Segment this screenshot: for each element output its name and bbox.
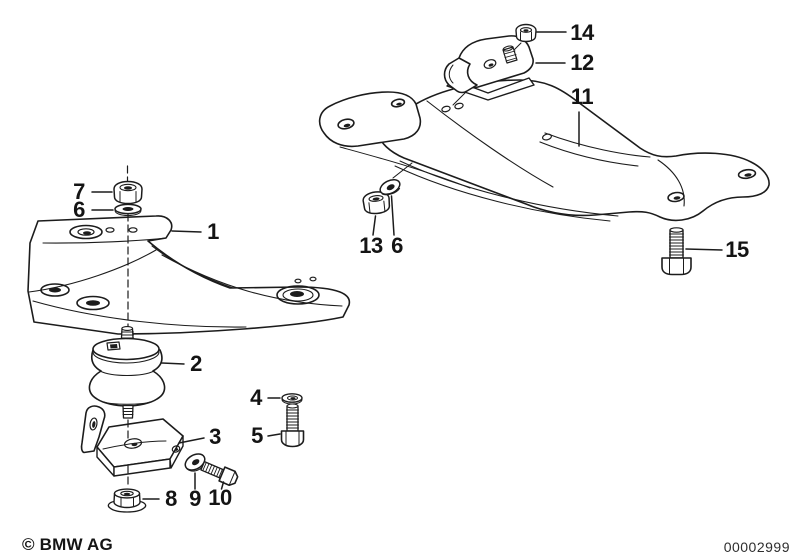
callout-8[interactable]: 8 (165, 486, 177, 511)
callout-14[interactable]: 14 (570, 20, 594, 45)
bolt-15 (661, 227, 692, 276)
callout-3[interactable]: 3 (209, 424, 221, 449)
nut-8 (107, 488, 147, 513)
part-3-retaining-bracket (80, 405, 184, 477)
callout-6-middle[interactable]: 6 (391, 233, 403, 258)
center-lines (126, 165, 129, 489)
part-1-support-bracket (27, 215, 351, 335)
callout-2[interactable]: 2 (190, 351, 202, 376)
washer-4 (281, 393, 303, 405)
part-11-crossmember (318, 79, 770, 222)
callout-9[interactable]: 9 (189, 486, 201, 511)
part-2-rubber-mount (88, 326, 166, 419)
callout-13[interactable]: 13 (359, 233, 383, 258)
washer-9 (184, 453, 206, 472)
document-number: 00002999 (723, 539, 790, 555)
callout-12[interactable]: 12 (570, 50, 594, 75)
callout-5[interactable]: 5 (251, 423, 263, 448)
callout-15[interactable]: 15 (725, 237, 749, 262)
callout-6-left[interactable]: 6 (73, 197, 85, 222)
nut-14 (515, 23, 537, 43)
callout-10[interactable]: 10 (208, 485, 232, 510)
leader-lines (91, 31, 723, 500)
callout-1[interactable]: 1 (207, 219, 219, 244)
copyright-text: © BMW AG (22, 535, 113, 554)
bolt-5 (280, 403, 305, 448)
nut-13 (362, 191, 391, 215)
bolt-10 (200, 461, 239, 487)
part-12-clamp-bracket (443, 35, 535, 106)
washer-6-middle (379, 178, 401, 196)
callout-4[interactable]: 4 (250, 385, 262, 410)
nut-7 (113, 180, 143, 205)
callout-7[interactable]: 7 (73, 179, 85, 204)
callout-11[interactable]: 11 (570, 84, 594, 109)
